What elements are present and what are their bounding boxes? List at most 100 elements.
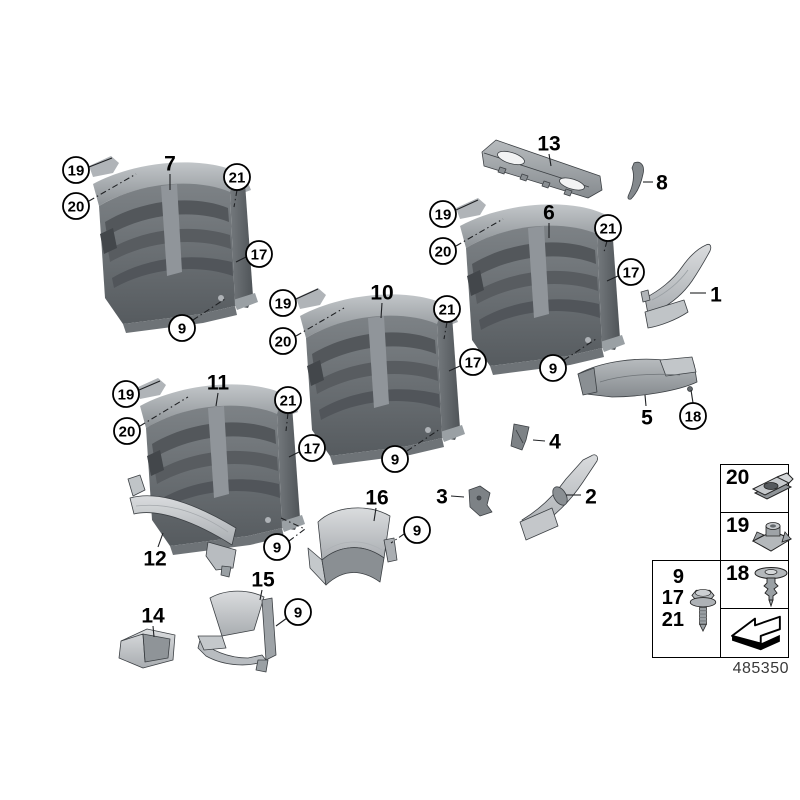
callout-9[interactable]: 9 [284,598,312,626]
part-label-leader-5 [644,394,647,407]
part-label-leader-13 [548,153,552,167]
part-labels-layer: 7 13 8 6 1 10 11 5 4 12 3 16 2 15 14 [141,133,722,628]
callout-9[interactable]: 9 [381,445,409,473]
callout-leader-9 [192,298,226,321]
callout-9[interactable]: 9 [403,516,431,544]
svg-text:20: 20 [68,198,85,215]
svg-text:18: 18 [685,408,702,425]
legend-cell-direction [720,608,789,658]
callout-leader-21 [285,412,289,432]
part-label-leader-14 [152,625,155,638]
part-label-leader-3 [450,495,465,498]
svg-text:21: 21 [229,169,246,186]
part-label-leader-4 [532,439,546,442]
svg-text:20: 20 [275,333,292,350]
part-label-leader-15 [259,589,263,601]
svg-text:9: 9 [273,539,281,556]
leader-lines-layer [88,153,706,638]
legend-cell-20[interactable]: 20 [720,464,795,513]
svg-text:19: 19 [68,162,85,179]
callout-9[interactable]: 9 [263,533,291,561]
callout-18[interactable]: 18 [679,402,707,430]
legend-label-20: 20 [726,466,750,489]
part-label-leader-11 [215,392,219,407]
part-label-4[interactable]: 4 [549,431,561,454]
part-label-7[interactable]: 7 [164,153,176,176]
callout-leader-17 [448,365,461,372]
part-label-1[interactable]: 1 [710,284,722,307]
legend-cell-19[interactable]: 19 [720,512,793,561]
callout-leader-19 [138,380,161,391]
callout-leader-21 [443,321,448,340]
part-16-drawing [307,507,398,586]
svg-text:9: 9 [294,604,302,621]
part-label-leader-16 [373,507,377,522]
callout-leader-19 [455,199,479,211]
callout-leader-18 [690,389,694,404]
svg-text:9: 9 [391,451,399,468]
callout-17[interactable]: 17 [298,434,326,462]
part-label-13[interactable]: 13 [537,133,560,156]
legend-screw-labels: 9 17 21 [653,561,686,631]
callout-20[interactable]: 20 [62,192,90,220]
callout-19[interactable]: 19 [429,200,457,228]
callout-21[interactable]: 21 [274,386,302,414]
callout-17[interactable]: 17 [245,240,273,268]
callout-leader-9 [275,617,288,627]
part-label-8[interactable]: 8 [656,172,668,195]
part-label-12[interactable]: 12 [143,548,166,571]
callout-20[interactable]: 20 [113,417,141,445]
speed-nut-clip-icon [749,465,795,512]
legend-label-9: 9 [672,566,684,588]
svg-text:9: 9 [549,360,557,377]
callout-9[interactable]: 9 [168,314,196,342]
part-label-11[interactable]: 11 [207,372,230,395]
callout-21[interactable]: 21 [433,295,461,323]
svg-text:20: 20 [435,243,452,260]
callout-leader-21 [233,189,238,208]
legend-cell-screw[interactable]: 9 17 21 [652,560,721,658]
callout-17[interactable]: 17 [617,258,645,286]
callout-leader-20 [455,218,504,247]
part-label-15[interactable]: 15 [251,569,275,592]
part-13-drawing [481,139,603,199]
hex-washer-screw-icon [686,561,720,657]
direction-arrow-icon [721,609,788,657]
part-label-5[interactable]: 5 [641,407,653,430]
part-14-drawing [118,628,176,669]
svg-text:17: 17 [251,246,268,263]
svg-text:9: 9 [178,320,186,337]
part-label-16[interactable]: 16 [365,487,388,510]
part-label-2[interactable]: 2 [585,486,597,509]
part-label-6[interactable]: 6 [543,202,555,225]
part-8-drawing [627,161,644,200]
part-1-drawing [640,243,712,329]
callout-leader-9 [563,338,597,361]
part-label-3[interactable]: 3 [436,486,448,509]
callout-leader-19 [295,288,319,300]
callout-leader-20 [295,307,345,337]
part-3-drawing [468,485,493,517]
callout-20[interactable]: 20 [269,327,297,355]
callout-19[interactable]: 19 [112,380,140,408]
callout-21[interactable]: 21 [594,214,622,242]
svg-text:21: 21 [439,301,456,318]
svg-text:19: 19 [435,206,452,223]
part-label-10[interactable]: 10 [370,282,393,305]
callout-leader-9 [390,533,405,544]
legend-label-17: 17 [661,587,684,610]
part-12-drawing [127,474,237,578]
callout-19[interactable]: 19 [269,289,297,317]
svg-text:17: 17 [465,354,482,371]
callout-19[interactable]: 19 [62,156,90,184]
part-label-14[interactable]: 14 [141,605,165,628]
callout-20[interactable]: 20 [429,237,457,265]
legend-cell-18[interactable]: 18 [720,560,789,609]
callout-17[interactable]: 17 [459,348,487,376]
callout-leader-20 [139,396,189,427]
callout-21[interactable]: 21 [223,163,251,191]
callout-9[interactable]: 9 [539,354,567,382]
